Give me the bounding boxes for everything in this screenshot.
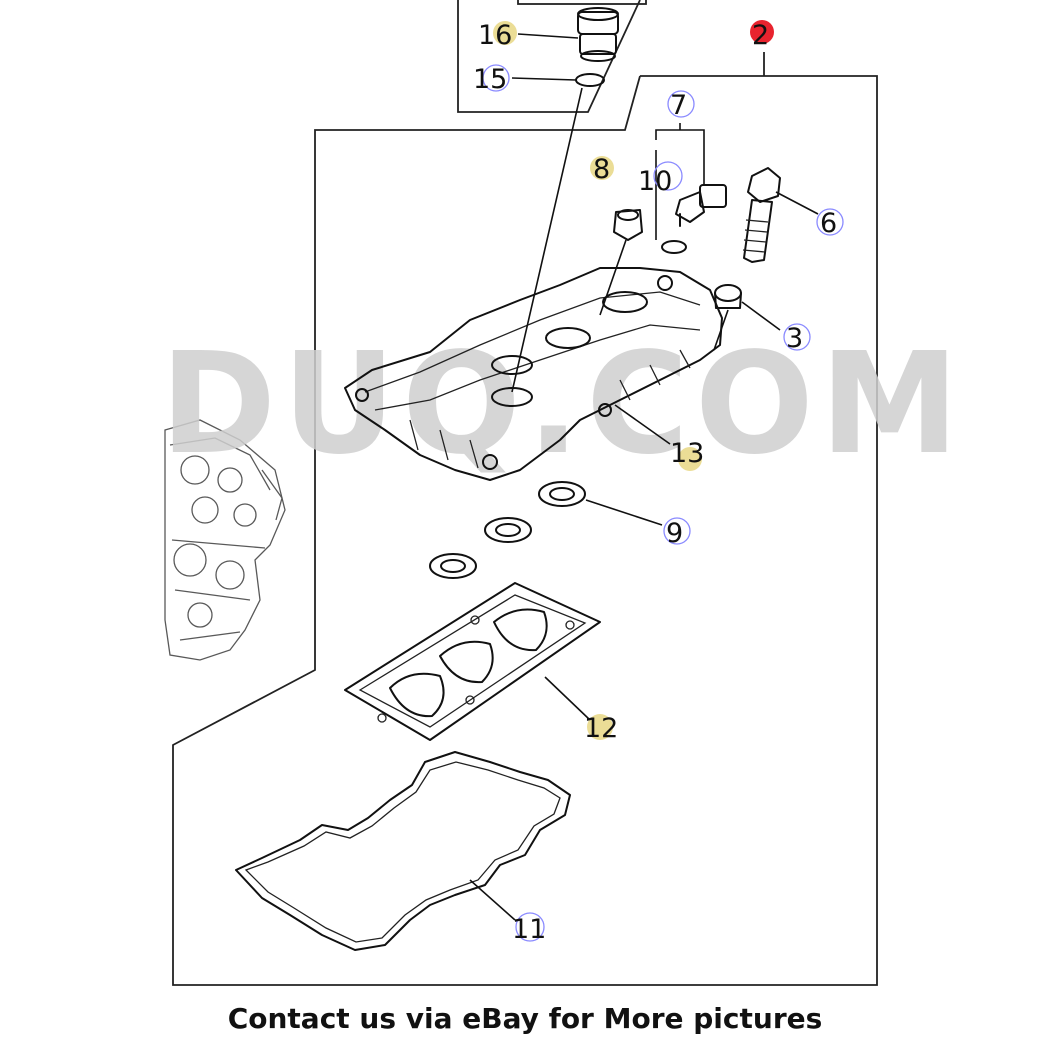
grommet — [613, 209, 643, 241]
callout-13: 13 — [670, 438, 704, 469]
callout-10: 10 — [638, 166, 672, 197]
gasket-plate — [344, 582, 601, 741]
cover-gasket — [235, 751, 571, 951]
callout-8: 8 — [593, 154, 610, 185]
valve-cover — [344, 267, 723, 481]
seal-rings — [429, 481, 586, 579]
callout-3: 3 — [786, 323, 803, 354]
stud-washer — [714, 284, 742, 309]
callout-6: 6 — [820, 208, 837, 239]
sensor-o-ring — [661, 240, 687, 254]
leader-lines — [469, 33, 819, 921]
assembly-frame — [172, 75, 878, 986]
o-ring — [575, 73, 605, 87]
callout-markers — [482, 20, 844, 942]
callout-2: 2 — [752, 20, 769, 51]
callout-16: 16 — [478, 20, 512, 51]
footer-caption: Contact us via eBay for More pictures — [227, 1002, 823, 1035]
callout-15: 15 — [473, 64, 507, 95]
watermark: DUQ.COM — [160, 323, 965, 486]
bolt — [742, 167, 781, 263]
callout-9: 9 — [666, 518, 683, 549]
camshaft-sensor — [675, 184, 727, 227]
callout-11: 11 — [512, 914, 546, 945]
oil-filler-cap — [577, 7, 619, 62]
callout-12: 12 — [584, 713, 618, 744]
engine-block-illustration — [164, 419, 286, 661]
callout-labels: 16 15 2 7 8 10 6 3 13 9 12 11 — [473, 20, 837, 945]
callout-7: 7 — [670, 90, 687, 121]
